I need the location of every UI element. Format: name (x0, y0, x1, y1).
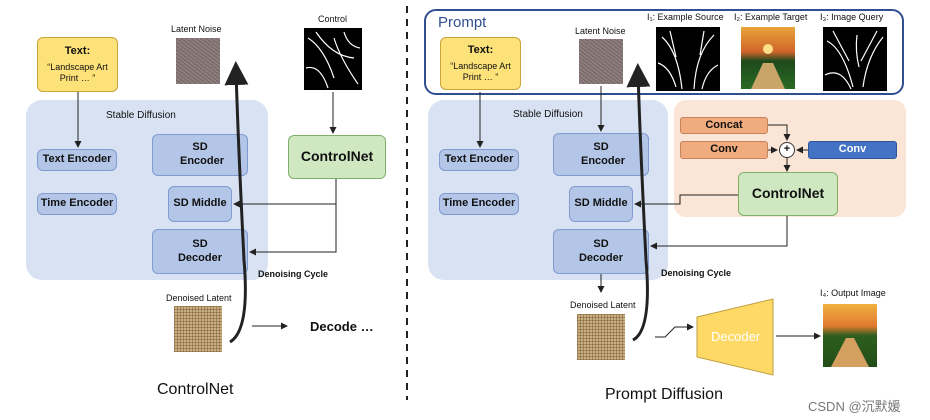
left-sd-encoder: SD Encoder (152, 134, 248, 176)
sketch-trees-icon (824, 30, 884, 90)
sketch-lines-icon (305, 31, 361, 89)
right-title: Prompt Diffusion (605, 386, 723, 403)
left-latent-noise-label: Latent Noise (171, 24, 222, 34)
prompt-frame (424, 9, 904, 95)
right-sd-decoder: SD Decoder (553, 229, 649, 274)
right-text-prompt: Text: “Landscape Art Print … ” (440, 37, 521, 90)
right-text-prompt-body: “Landscape Art Print … ” (450, 60, 511, 82)
right-time-encoder: Time Encoder (439, 193, 519, 215)
left-sd-decoder: SD Decoder (152, 229, 248, 274)
right-latent-noise-image (579, 39, 623, 84)
i3-image-query (823, 27, 887, 91)
conv-block-right: Conv (808, 141, 897, 159)
right-sd-encoder: SD Encoder (553, 133, 649, 176)
left-sd-encoder-text: SD Encoder (180, 141, 225, 167)
sketch-road-icon (657, 30, 719, 90)
left-sd-decoder-text: SD Decoder (177, 237, 223, 264)
decoder-block (696, 298, 774, 376)
right-sd-decoder-text: SD Decoder (578, 237, 624, 264)
right-sd-encoder-text: SD Encoder (581, 140, 626, 167)
left-sd-middle: SD Middle (168, 186, 232, 222)
right-text-encoder: Text Encoder (439, 149, 519, 171)
panel-divider (406, 6, 408, 400)
watermark: CSDN @沉默媛 (808, 399, 901, 414)
right-stable-diffusion-label: Stable Diffusion (513, 109, 583, 120)
left-title: ControlNet (157, 381, 234, 398)
prompt-label: Prompt (438, 14, 487, 31)
left-denoising-cycle: Denoising Cycle (258, 269, 329, 279)
left-decode-text: Decode … (310, 319, 374, 334)
i2-label: I₂: Example Target (734, 12, 808, 22)
left-latent-noise-image (176, 38, 220, 84)
left-control-label: Control (318, 14, 348, 24)
i1-example-source-image (656, 27, 720, 91)
left-time-encoder: Time Encoder (37, 193, 117, 215)
right-denoised-latent-label: Denoised Latent (570, 300, 636, 310)
decoder-label: Decoder (711, 329, 761, 344)
conv-block-left: Conv (680, 141, 768, 159)
left-control-image (304, 28, 362, 90)
left-controlnet: ControlNet (288, 135, 386, 179)
i2-example-target-image (741, 27, 795, 89)
left-denoised-latent-label: Denoised Latent (166, 293, 232, 303)
left-text-prompt-heading: Text: (64, 44, 91, 57)
concat-block: Concat (680, 117, 768, 134)
right-denoising-cycle: Denoising Cycle (661, 268, 732, 278)
output-road-icon (831, 338, 869, 367)
right-controlnet: ControlNet (738, 172, 838, 216)
left-text-encoder: Text Encoder (37, 149, 117, 171)
right-latent-noise-label: Latent Noise (575, 26, 626, 36)
i4-output-image (823, 304, 877, 367)
i3-label: I₃: Image Query (820, 12, 884, 22)
left-text-prompt-body: “Landscape Art Print … ” (47, 61, 108, 83)
plus-node: + (779, 142, 795, 158)
left-denoised-latent-image (174, 306, 222, 352)
road-painting-icon (751, 44, 785, 89)
left-text-prompt: Text: “Landscape Art Print … ” (37, 37, 118, 92)
left-stable-diffusion-label: Stable Diffusion (106, 110, 176, 121)
i4-label: I₄: Output Image (820, 288, 886, 298)
right-sd-middle: SD Middle (569, 186, 633, 222)
right-denoised-latent-image (577, 314, 625, 360)
i1-label: I₁: Example Source (647, 12, 724, 22)
right-text-prompt-heading: Text: (467, 43, 494, 56)
